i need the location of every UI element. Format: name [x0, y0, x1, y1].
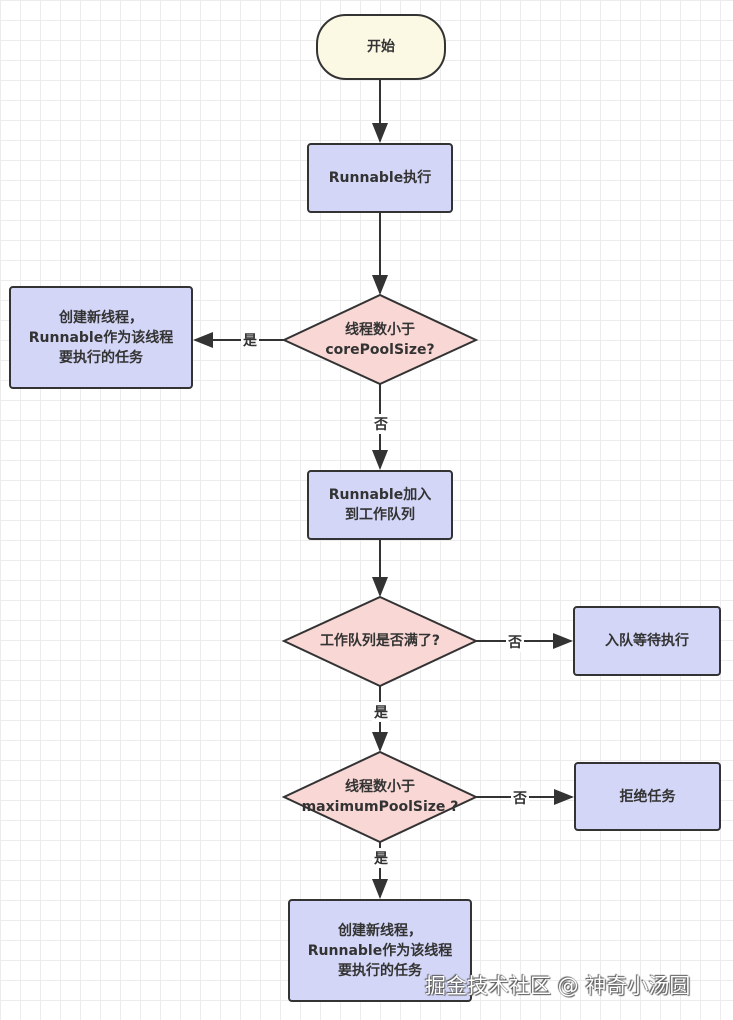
start-label: 开始 [367, 39, 395, 55]
edge-label-queue-yes: 是 [372, 702, 390, 722]
decision-core-shape [281, 293, 479, 386]
enqueue-wait-node: 入队等待执行 [573, 606, 721, 676]
edge-label-core-yes: 是 [241, 330, 259, 350]
add-queue-label: Runnable加入到工作队列 [328, 487, 432, 523]
decision-queue-shape [281, 595, 479, 688]
check-queue-full-label: 工作队列是否满了? [319, 633, 441, 649]
check-core-label: 线程数小于 corePoolSize? [325, 322, 435, 358]
create-thread-max-node: 创建新线程，Runnable作为该线程要执行的任务 [288, 899, 472, 1002]
reject-label: 拒绝任务 [619, 788, 676, 805]
enqueue-wait-label: 入队等待执行 [605, 633, 689, 649]
check-max-label: 线程数小于 maximumPoolSize ? [301, 779, 459, 815]
create-thread-core-node: 创建新线程，Runnable作为该线程要执行的任务 [9, 286, 193, 389]
runnable-exec-node: Runnable执行 [307, 143, 453, 213]
start-node: 开始 [316, 14, 446, 80]
runnable-exec-label: Runnable执行 [328, 170, 432, 186]
edge-label-queue-no: 否 [506, 632, 524, 652]
check-core-node: 线程数小于 corePoolSize? [300, 305, 460, 375]
watermark: 掘金技术社区 @ 神奇小汤圆 [425, 974, 691, 998]
edge-label-core-no: 否 [372, 414, 390, 434]
edge-label-max-yes: 是 [372, 848, 390, 868]
add-queue-node: Runnable加入到工作队列 [307, 470, 453, 540]
decision-max-shape [281, 750, 479, 844]
create-thread-max-label: 创建新线程，Runnable作为该线程要执行的任务 [307, 922, 453, 979]
create-thread-core-label: 创建新线程，Runnable作为该线程要执行的任务 [28, 309, 174, 366]
edge-label-max-no: 否 [511, 788, 529, 808]
check-queue-full-node: 工作队列是否满了? [290, 620, 470, 662]
reject-node: 拒绝任务 [574, 762, 721, 831]
check-max-node: 线程数小于 maximumPoolSize ? [290, 765, 470, 829]
